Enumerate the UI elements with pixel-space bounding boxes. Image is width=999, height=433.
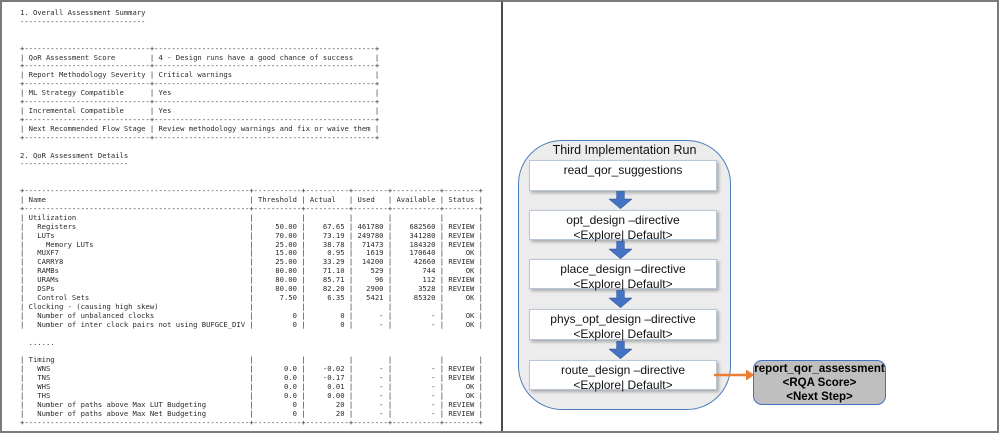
right-arrow-icon <box>714 369 755 381</box>
flow-step-label: opt_design –directive <box>566 213 680 227</box>
flow-step-opt-design: opt_design –directive <Explore| Default> <box>529 210 717 242</box>
down-arrow-icon <box>609 191 632 209</box>
flow-step-sublabel: <Explore| Default> <box>573 276 673 291</box>
qor-report-text: 1. Overall Assessment Summary ----------… <box>20 8 484 427</box>
down-arrow-icon <box>609 341 632 359</box>
report-box-next-step: <Next Step> <box>786 391 853 403</box>
flow-step-label: read_qor_suggestions <box>563 163 683 177</box>
down-arrow-icon <box>609 241 632 259</box>
flow-step-label: place_design –directive <box>560 262 686 276</box>
flow-step-phys-opt-design: phys_opt_design –directive <Explore| Def… <box>529 309 717 341</box>
flow-title: Third Implementation Run <box>552 143 697 157</box>
panel-divider <box>501 2 503 431</box>
flow-step-sublabel: <Explore| Default> <box>573 227 673 242</box>
report-box-command: report_qor_assessment <box>754 363 885 375</box>
down-arrow-icon <box>609 290 632 308</box>
report-qor-assessment-box: report_qor_assessment <RQA Score> <Next … <box>753 360 886 405</box>
flow-step-place-design: place_design –directive <Explore| Defaul… <box>529 259 717 291</box>
flow-step-sublabel: <Explore| Default> <box>573 377 673 392</box>
flow-step-route-design: route_design –directive <Explore| Defaul… <box>529 360 717 392</box>
flow-step-sublabel: <Explore| Default> <box>573 326 673 341</box>
flow-step-read-qor-suggestions: read_qor_suggestions <box>529 160 717 191</box>
flow-step-label: route_design –directive <box>560 363 686 377</box>
flow-step-label: phys_opt_design –directive <box>550 312 696 326</box>
report-box-rqa-score: <RQA Score> <box>782 377 857 389</box>
